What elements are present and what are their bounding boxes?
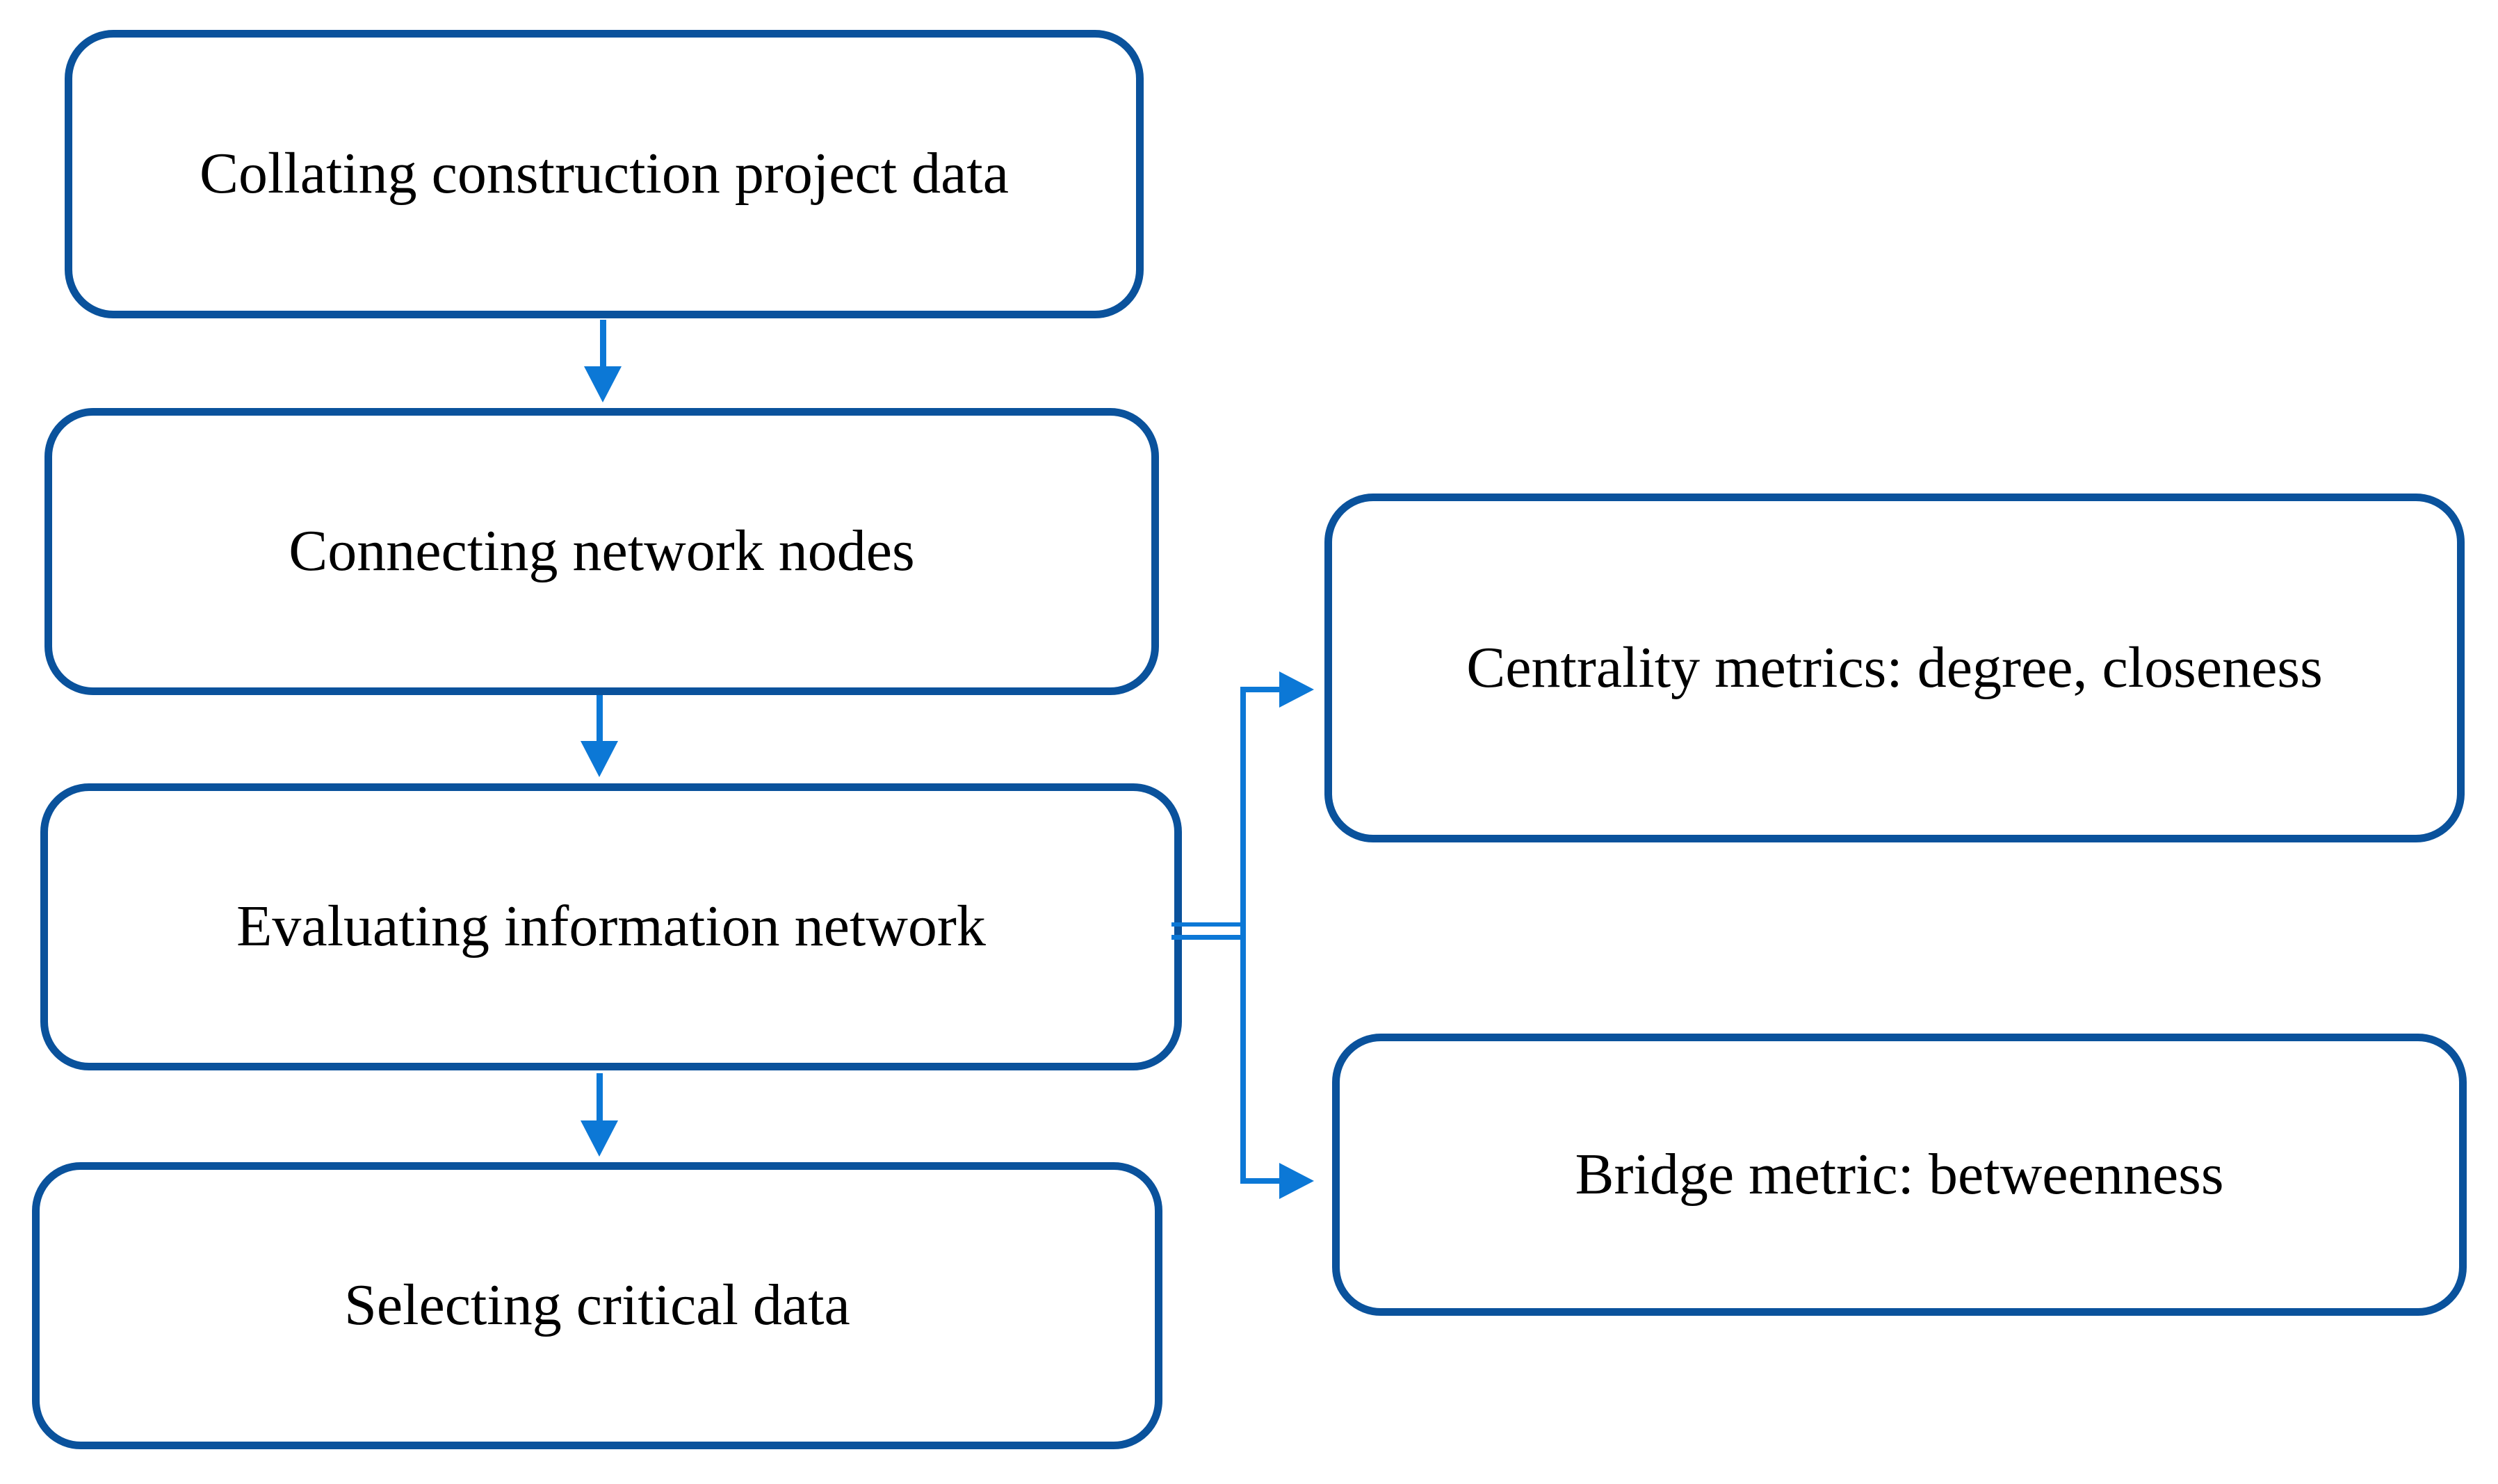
down-arrow-evaluate-to-select — [581, 1073, 618, 1157]
arrow-shaft — [599, 320, 606, 366]
down-arrow-collate-to-connect — [584, 320, 622, 402]
arrow-shaft — [596, 1073, 603, 1120]
flow-node-connecting-network-nodes: Connecting network nodes — [44, 408, 1159, 695]
arrowhead-right-icon — [1279, 1163, 1314, 1199]
double-line-connector-top — [1171, 922, 1244, 927]
double-line-connector-bottom — [1171, 935, 1244, 940]
branch-arm-to-centrality — [1240, 687, 1279, 692]
flow-node-label: Centrality metrics: degree, closeness — [1466, 635, 2323, 700]
down-arrow-connect-to-evaluate — [581, 695, 618, 777]
flow-node-collating-construction-project-data: Collating construction project data — [65, 30, 1144, 318]
arrow-shaft — [596, 695, 603, 741]
flow-node-evaluating-information-network: Evaluating information network — [40, 783, 1182, 1070]
arrowhead-down-icon — [581, 741, 618, 777]
flow-node-label: Evaluating information network — [236, 894, 986, 959]
arrowhead-right-icon — [1279, 671, 1314, 708]
branch-trunk-line — [1240, 687, 1246, 1184]
flow-node-centrality-metrics: Centrality metrics: degree, closeness — [1324, 494, 2465, 842]
branch-arm-to-bridge — [1240, 1178, 1279, 1184]
flow-node-selecting-critical-data: Selecting critical data — [32, 1162, 1162, 1449]
arrowhead-down-icon — [584, 366, 622, 402]
flow-node-label: Bridge metric: betweenness — [1575, 1141, 2224, 1207]
flow-node-label: Selecting critical data — [344, 1273, 850, 1338]
flow-node-label: Collating construction project data — [199, 141, 1009, 206]
arrowhead-down-icon — [581, 1120, 618, 1157]
flow-node-bridge-metric: Bridge metric: betweenness — [1332, 1034, 2467, 1316]
flow-node-label: Connecting network nodes — [289, 519, 915, 584]
